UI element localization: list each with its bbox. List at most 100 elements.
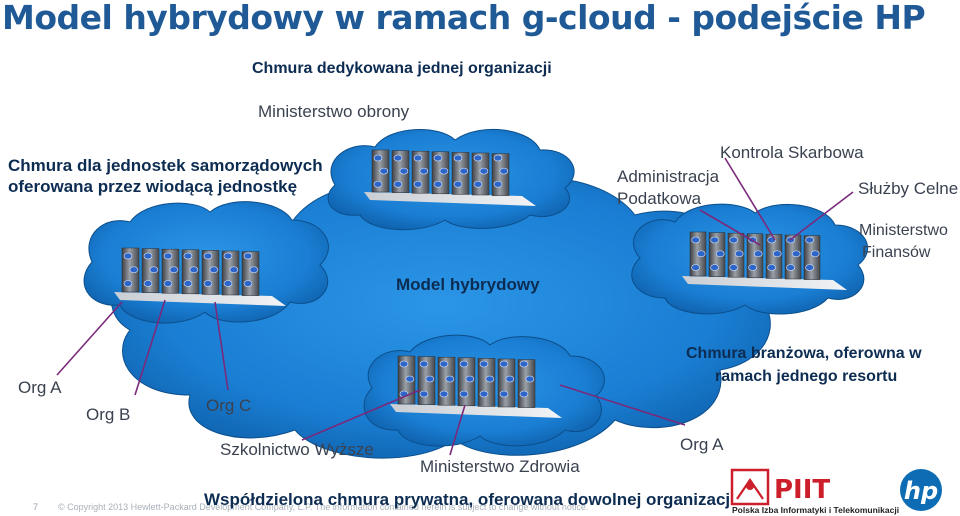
connector-org-c	[214, 301, 229, 391]
local-gov-server-group	[114, 247, 286, 306]
hybrid-model-label: Model hybrydowy	[396, 275, 540, 294]
server-light	[691, 236, 700, 244]
server-light	[729, 264, 738, 271]
piit-wordmark: PIIT	[774, 475, 830, 505]
server-light	[203, 252, 213, 260]
server-light	[425, 375, 435, 383]
server-light	[433, 154, 443, 162]
server-light	[379, 167, 389, 175]
server-light	[419, 360, 429, 368]
server-light	[525, 375, 535, 383]
server-light	[748, 264, 757, 271]
shared-cloud-label: Współdzielona chmura prywatna, oferowana…	[204, 490, 735, 509]
server-light	[453, 154, 463, 162]
server-light	[249, 266, 259, 274]
server-light	[519, 390, 529, 398]
defense-label: Ministerstwo obrony	[258, 102, 410, 121]
org-c-label: Org C	[206, 396, 251, 415]
server-light	[479, 167, 489, 175]
local-gov-label-line2: oferowana przez wiodącą jednostkę	[8, 177, 297, 196]
hp-logo-text: hp	[904, 477, 938, 505]
tax-admin-label-line2: Podatkowa	[617, 189, 702, 208]
page-title: Model hybrydowy w ramach g-cloud - podej…	[2, 0, 925, 37]
server-light	[499, 360, 509, 368]
server-light	[209, 266, 219, 274]
server-light	[243, 252, 253, 260]
server-light	[805, 236, 814, 244]
org-b-label: Org B	[86, 405, 130, 424]
server-light	[479, 390, 489, 398]
server-light	[373, 154, 383, 162]
finance-label-line1: Ministerstwo	[859, 222, 948, 239]
connector-org-a	[56, 301, 123, 376]
server-light	[453, 180, 463, 188]
connector-tax-control	[724, 157, 776, 241]
server-light	[810, 250, 820, 258]
customs-label: Służby Celne	[858, 179, 958, 198]
server-light	[405, 375, 415, 383]
local-gov-label-line1: Chmura dla jednostek samorządowych	[8, 156, 323, 175]
higher-ed-label: Szkolnictwo Wyższe	[220, 440, 374, 459]
server-light	[710, 236, 719, 244]
server-light	[696, 250, 706, 258]
server-light	[786, 264, 795, 271]
piit-logo: PIIT Polska Izba Informatyki i Telekomun…	[730, 468, 899, 515]
server-light	[419, 390, 429, 398]
tax-admin-label-line1: Administracja	[617, 167, 720, 186]
connector-org-a-right	[559, 384, 686, 426]
health-label: Ministerstwo Zdrowia	[420, 457, 580, 476]
server-light	[473, 180, 483, 188]
server-light	[433, 180, 443, 188]
server-light	[439, 167, 449, 175]
server-light	[499, 167, 509, 175]
copyright-text: © Copyright 2013 Hewlett-Packard Develop…	[58, 502, 588, 512]
server-light	[715, 250, 725, 258]
sector-cloud-label-line1: Chmura branżowa, oferowna w	[686, 345, 922, 362]
server-light	[169, 266, 179, 274]
server-light	[189, 266, 199, 274]
server-light	[459, 360, 469, 368]
server-light	[791, 250, 801, 258]
server-light	[123, 252, 133, 260]
server-light	[229, 266, 239, 274]
server-light	[505, 375, 515, 383]
server-light	[439, 360, 449, 368]
server-light	[445, 375, 455, 383]
server-light	[149, 266, 159, 274]
defense-server-group	[364, 149, 536, 206]
server-light	[734, 250, 744, 258]
server-light	[373, 180, 383, 188]
server-light	[805, 264, 814, 271]
server-light	[691, 264, 700, 271]
server-light	[465, 375, 475, 383]
server-light	[485, 375, 495, 383]
server-light	[163, 252, 173, 260]
server-light	[439, 390, 449, 398]
server-light	[493, 180, 503, 188]
server-light	[753, 250, 763, 258]
server-light	[499, 390, 509, 398]
server-light	[399, 167, 409, 175]
server-light	[129, 266, 139, 274]
server-light	[399, 360, 409, 368]
server-light	[163, 280, 173, 287]
server-light	[479, 360, 489, 368]
server-light	[729, 236, 738, 244]
server-light	[393, 154, 403, 162]
server-light	[459, 167, 469, 175]
server-light	[123, 280, 133, 287]
server-light	[143, 280, 153, 287]
connector-higher-ed	[301, 389, 421, 441]
dedicated-cloud-label: Chmura dedykowana jednej organizacji	[252, 60, 552, 77]
connector-health	[449, 404, 466, 456]
sector-cloud-label-line2: ramach jednego resortu	[715, 368, 897, 385]
piit-subtitle: Polska Izba Informatyki i Telekomunikacj…	[732, 505, 899, 515]
finance-label-line2: Finansów	[862, 244, 931, 261]
server-light	[143, 252, 153, 260]
connector-customs	[789, 191, 854, 241]
server-light	[772, 250, 782, 258]
server-light	[223, 252, 233, 260]
page-number: 7	[33, 502, 38, 512]
server-light	[413, 180, 423, 188]
